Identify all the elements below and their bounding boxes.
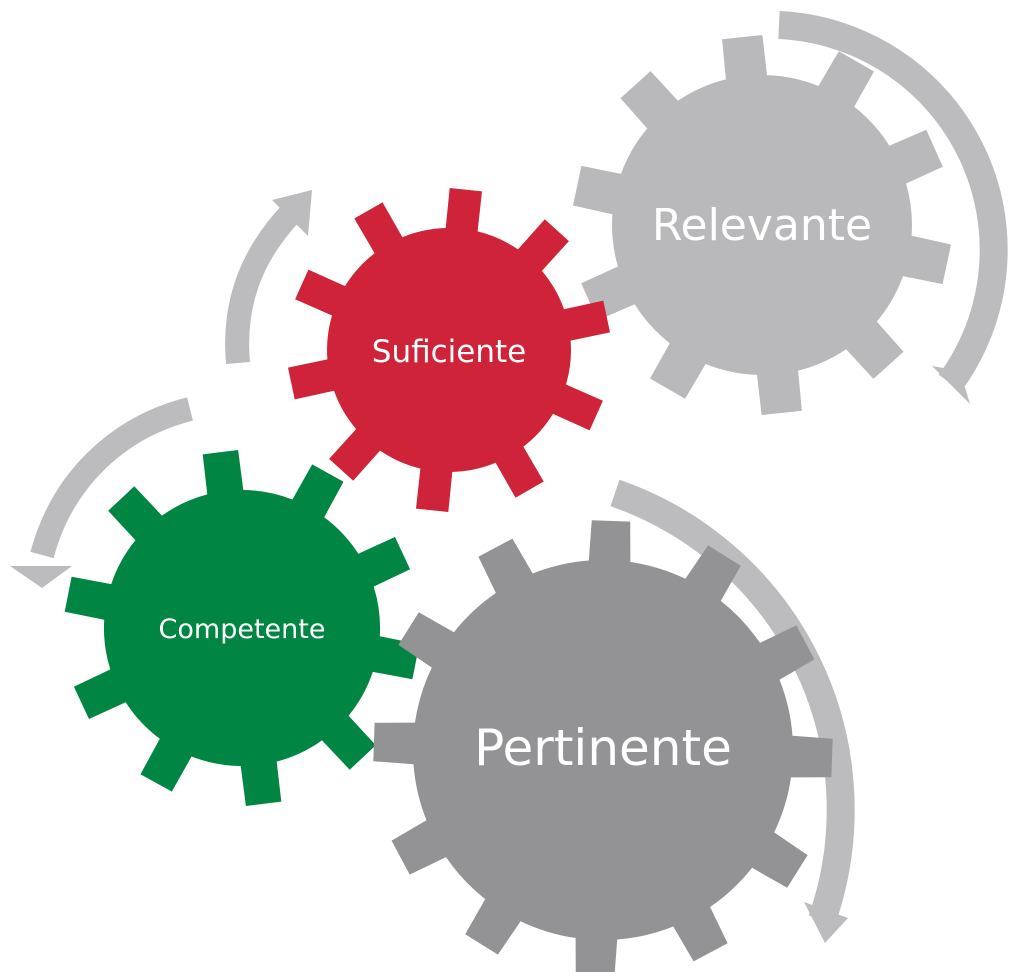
arrow-relevante-arc-icon <box>778 11 1008 392</box>
gear-suficiente-label: Suficiente <box>372 334 526 370</box>
arrow-suficiente-head-icon <box>272 190 312 236</box>
gear-competente: Competente <box>64 450 420 806</box>
arrow-competente-head-icon <box>10 566 72 588</box>
gear-pertinente: Pertinente <box>373 520 833 977</box>
arrow-suficiente-arc-icon <box>225 203 301 365</box>
gear-pertinente-label: Pertinente <box>474 719 732 777</box>
gear-relevante: Relevante <box>573 35 951 415</box>
gear-relevante-label: Relevante <box>652 200 872 251</box>
gear-relevante-icon <box>573 35 951 415</box>
arrow-relevante <box>778 11 1008 404</box>
arrow-relevante-head-icon <box>932 366 970 404</box>
arrow-pertinente-head-icon <box>804 902 848 943</box>
gear-suficiente-icon <box>288 188 610 512</box>
gear-competente-icon <box>64 450 420 806</box>
gear-pertinente-icon <box>373 520 833 977</box>
arrow-competente <box>10 397 194 588</box>
gear-suficiente: Suficiente <box>288 188 610 512</box>
arrow-competente-arc-icon <box>30 397 194 559</box>
arrow-suficiente <box>225 190 312 365</box>
gear-competente-label: Competente <box>159 614 326 645</box>
